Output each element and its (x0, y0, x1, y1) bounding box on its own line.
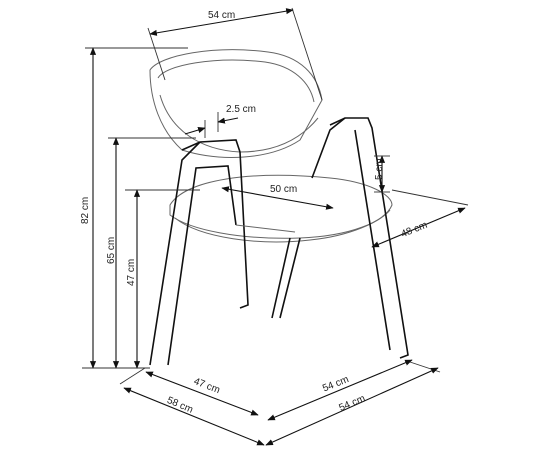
label-overall-depth: 58 cm (165, 395, 194, 416)
seat-front-edge (174, 209, 391, 243)
left-crossbar (235, 224, 296, 233)
dim-top-width: 54 cm (147, 7, 323, 101)
label-armrest-height: 65 cm (106, 237, 117, 264)
label-seat-width: 50 cm (270, 184, 297, 195)
label-armrest-above-seat: 5 cm (374, 158, 385, 180)
dim-total-height: 82 cm (80, 47, 188, 369)
label-total-height: 82 cm (80, 197, 91, 224)
label-overall-width: 54 cm (338, 393, 367, 414)
dim-armrest-above-seat: 5 cm (374, 155, 390, 193)
label-base-left-depth: 47 cm (192, 376, 221, 396)
chair-illustration (149, 49, 409, 366)
armrest-frame-right (329, 117, 409, 359)
label-seat-depth: 48 cm (400, 220, 429, 240)
label-backrest-thickness: 2.5 cm (226, 104, 256, 115)
label-top-width: 54 cm (208, 10, 235, 21)
dim-seat-width: 50 cm (221, 184, 334, 210)
backrest-shell (149, 49, 323, 158)
backrest-inner-edge (157, 59, 315, 103)
dim-backrest-thickness: 2.5 cm (184, 104, 256, 138)
label-seat-height: 47 cm (126, 259, 137, 286)
seat-cushion (169, 174, 393, 239)
armrest-frame-right-inner (311, 117, 346, 179)
right-front-leg (271, 237, 301, 319)
dim-seat-height: 47 cm (125, 189, 200, 369)
armrest-frame-front-left (181, 139, 249, 309)
dim-overall-width: 54 cm (265, 361, 441, 446)
dim-base-left-depth: 47 cm (145, 371, 259, 416)
armrest-frame-front-left-outer (149, 141, 201, 366)
dim-overall-depth: 58 cm (119, 367, 265, 446)
dim-armrest-height: 65 cm (106, 137, 196, 369)
